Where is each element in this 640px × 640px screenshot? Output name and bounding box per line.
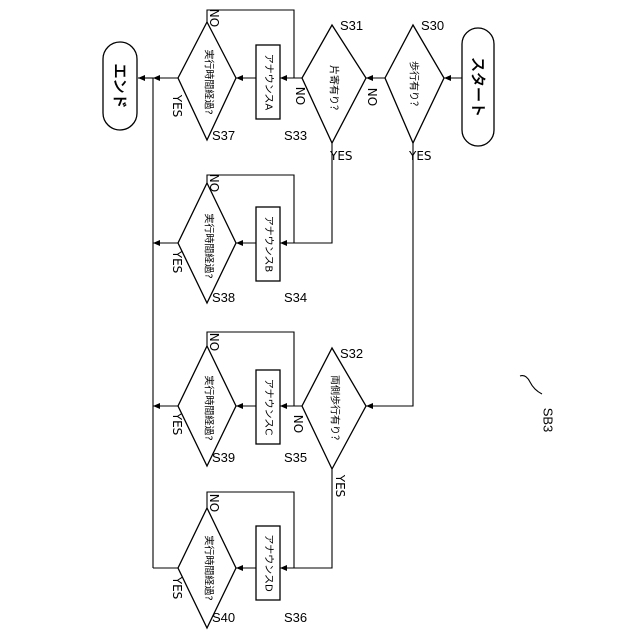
- decision-s39: 実行時間経過?: [178, 346, 236, 466]
- arrowhead: [153, 403, 160, 409]
- step-id: S30: [421, 18, 444, 33]
- connector-s32-s36: [280, 469, 332, 568]
- yes-label: YES: [333, 474, 347, 498]
- step-id: S36: [284, 610, 307, 625]
- arrowhead: [366, 75, 373, 81]
- no-label: NO: [207, 9, 221, 27]
- decision-text: 両側歩行有り？: [329, 375, 342, 445]
- process-s35: アナウンスC: [256, 370, 280, 444]
- arrowhead: [366, 403, 373, 409]
- yes-label: YES: [170, 94, 184, 118]
- process-text: アナウンスD: [263, 534, 275, 592]
- step-id: S40: [212, 610, 235, 625]
- no-label: NO: [207, 174, 221, 192]
- arrowhead: [280, 565, 287, 571]
- start-label: スタート: [469, 57, 487, 117]
- connector-s30-s32: [366, 143, 413, 406]
- decision-text: 実行時間経過?: [203, 375, 216, 440]
- figure-ref-label: SB3: [541, 408, 556, 433]
- decision-s31: 片寄有り？: [302, 25, 366, 143]
- yes-label: YES: [170, 412, 184, 436]
- no-label: NO: [207, 333, 221, 351]
- arrowhead: [236, 565, 243, 571]
- reference-leader: [520, 376, 542, 394]
- no-label: NO: [365, 88, 379, 106]
- decision-text: 片寄有り？: [328, 65, 341, 115]
- no-label: NO: [293, 87, 307, 105]
- no-label: NO: [207, 494, 221, 512]
- step-id: S35: [284, 450, 307, 465]
- arrowhead: [280, 75, 287, 81]
- step-id: S32: [340, 346, 363, 361]
- arrowhead: [236, 403, 243, 409]
- connector-s31-s34: [280, 143, 332, 243]
- arrowhead: [444, 75, 451, 81]
- yes-label: YES: [329, 149, 353, 163]
- decision-s38: 実行時間経過?: [178, 183, 236, 303]
- arrowhead: [280, 403, 287, 409]
- arrowhead: [153, 240, 160, 246]
- end-label: エンド: [111, 63, 129, 108]
- step-id: S31: [340, 18, 363, 33]
- arrowhead: [280, 240, 287, 246]
- decision-s37: 実行時間経過?: [178, 22, 236, 140]
- terminal-start: スタート: [462, 28, 494, 146]
- process-s33: アナウンスA: [256, 45, 280, 119]
- process-text: アナウンスC: [263, 379, 275, 436]
- arrowhead: [236, 75, 243, 81]
- decision-text: 実行時間経過?: [203, 49, 216, 114]
- process-s34: アナウンスB: [256, 207, 280, 281]
- yes-label: YES: [170, 250, 184, 274]
- decision-s32: 両側歩行有り？: [302, 348, 366, 469]
- arrowhead: [153, 75, 160, 81]
- yes-label: YES: [170, 576, 184, 600]
- step-id: S33: [284, 128, 307, 143]
- decision-s30: 歩行有り？: [385, 25, 444, 143]
- step-id: S38: [212, 290, 235, 305]
- process-text: アナウンスA: [263, 54, 275, 111]
- process-text: アナウンスB: [263, 216, 275, 273]
- arrowhead: [236, 240, 243, 246]
- no-label: NO: [291, 415, 305, 433]
- decision-text: 歩行有り？: [408, 61, 421, 111]
- step-id: S34: [284, 290, 307, 305]
- figure-reference: SB3: [520, 376, 556, 433]
- step-id: S39: [212, 450, 235, 465]
- decision-text: 実行時間経過?: [203, 535, 216, 600]
- process-s36: アナウンスD: [256, 526, 280, 600]
- decision-text: 実行時間経過?: [203, 213, 216, 278]
- terminal-end: エンド: [103, 42, 137, 130]
- yes-label: YES: [408, 149, 432, 163]
- arrowhead: [138, 75, 145, 81]
- step-id: S37: [212, 128, 235, 143]
